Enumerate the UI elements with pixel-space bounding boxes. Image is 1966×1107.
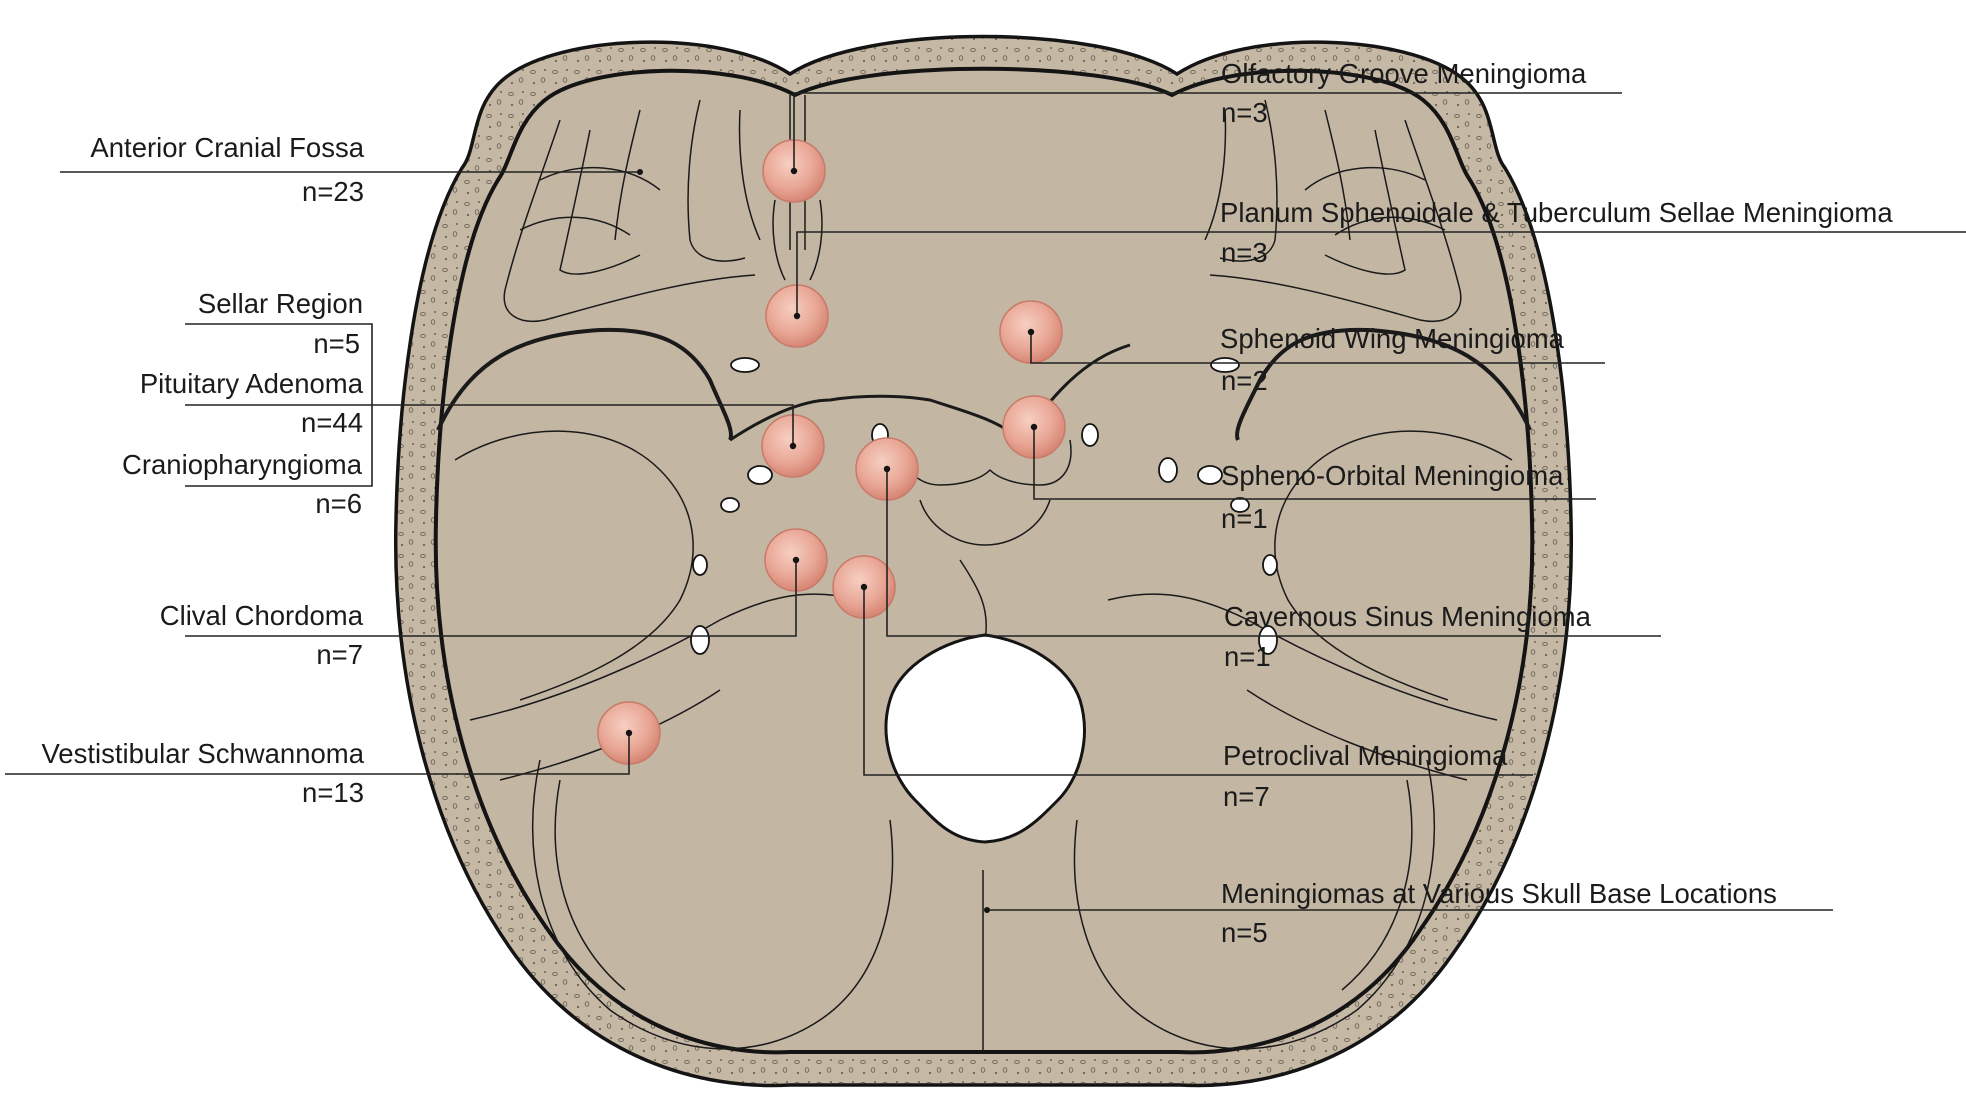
foramen-magnum [884, 633, 1086, 844]
count-craniopharyngioma: n=6 [315, 488, 362, 519]
leader-planum [796, 231, 1966, 316]
count-cavernous: n=1 [1224, 641, 1271, 672]
skull-outline [393, 34, 1574, 1088]
label-pituitary: Pituitary Adenoma [140, 368, 364, 399]
leader-petroclival [863, 587, 1533, 776]
count-sphenoid-wing: n=2 [1221, 365, 1268, 396]
label-anterior-fossa: Anterior Cranial Fossa [90, 132, 364, 163]
left-labels: Anterior Cranial Fossa n=23 Sellar Regio… [41, 132, 364, 808]
foramina [690, 357, 1278, 655]
leader-lines [5, 92, 1966, 911]
label-sphenoid-wing: Sphenoid Wing Meningioma [1220, 323, 1565, 354]
label-craniopharyngioma: Craniopharyngioma [122, 449, 363, 480]
count-various: n=5 [1221, 917, 1268, 948]
label-sellar-region: Sellar Region [198, 288, 363, 319]
right-labels: Olfactory Groove Meningioma n=3 Planum S… [1220, 58, 1893, 948]
count-pituitary: n=44 [301, 407, 363, 438]
leader-vestibular [5, 733, 630, 775]
leader-spheno-orbital [1033, 427, 1596, 500]
label-olfactory: Olfactory Groove Meningioma [1221, 58, 1587, 89]
leader-pituitary [185, 404, 794, 446]
label-clival-chordoma: Clival Chordoma [160, 600, 364, 631]
cranial-fossae-linework [436, 95, 1532, 1052]
label-various: Meningiomas at Various Skull Base Locati… [1221, 878, 1777, 909]
count-anterior-fossa: n=23 [302, 176, 364, 207]
leader-olfactory [793, 92, 1622, 171]
leader-cavernous [886, 469, 1661, 637]
leader-clival [185, 560, 797, 637]
count-petroclival: n=7 [1223, 781, 1270, 812]
label-vestibular: Vestistibular Schwannoma [41, 738, 364, 769]
count-spheno-orbital: n=1 [1221, 503, 1268, 534]
count-sellar-region: n=5 [313, 328, 360, 359]
count-olfactory: n=3 [1221, 97, 1268, 128]
leader-sphenoid-wing [1030, 332, 1605, 364]
count-vestibular: n=13 [302, 777, 364, 808]
marker-dots [625, 167, 1038, 913]
count-planum: n=3 [1221, 237, 1268, 268]
label-petroclival: Petroclival Meningioma [1223, 740, 1508, 771]
label-cavernous: Cavernous Sinus Meningioma [1224, 601, 1592, 632]
label-planum: Planum Sphenoidale & Tuberculum Sellae M… [1220, 197, 1893, 228]
label-spheno-orbital: Spheno-Orbital Meningioma [1221, 460, 1564, 491]
count-clival-chordoma: n=7 [316, 639, 363, 670]
